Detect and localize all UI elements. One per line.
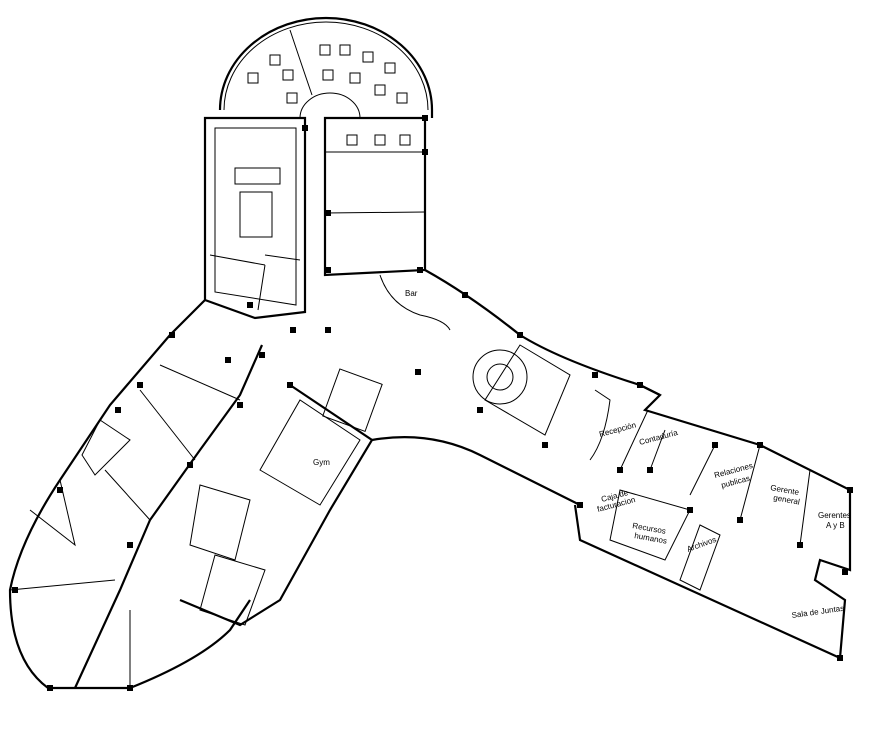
column [617, 467, 623, 473]
terrace-tables [247, 44, 411, 146]
table-icon [282, 69, 294, 81]
column [137, 382, 143, 388]
column [225, 357, 231, 363]
column [169, 332, 175, 338]
column [47, 685, 53, 691]
label-sala-juntas: Sala de Juntas [791, 604, 845, 620]
room-labels: Bar Gym Recepción Contaduría Relaciones … [313, 289, 851, 620]
column [302, 125, 308, 131]
column [757, 442, 763, 448]
table-icon [247, 72, 259, 84]
column [422, 115, 428, 121]
table-icon [362, 51, 374, 63]
column [115, 407, 121, 413]
column [737, 517, 743, 523]
label-gym: Gym [313, 458, 330, 467]
column [847, 487, 853, 493]
gym-and-services [179, 368, 383, 627]
column [247, 302, 253, 308]
table-icon [374, 84, 386, 96]
column [842, 569, 848, 575]
table-icon [346, 134, 358, 146]
column [187, 462, 193, 468]
column [837, 655, 843, 661]
column [417, 267, 423, 273]
column [259, 352, 265, 358]
column [712, 442, 718, 448]
label-gerentes: Gerentes [818, 511, 851, 520]
label-bar: Bar [405, 289, 418, 298]
table-icon [349, 72, 361, 84]
table-icon [396, 92, 408, 104]
column [687, 507, 693, 513]
column [127, 685, 133, 691]
column [797, 542, 803, 548]
column [647, 467, 653, 473]
column [592, 372, 598, 378]
column [290, 327, 296, 333]
column [637, 382, 643, 388]
main-hall [371, 269, 661, 506]
column [237, 402, 243, 408]
column [577, 502, 583, 508]
left-wing [8, 299, 264, 690]
table-icon [319, 44, 331, 56]
column [325, 327, 331, 333]
column [325, 210, 331, 216]
column [57, 487, 63, 493]
column [422, 149, 428, 155]
label-recepcion: Recepción [598, 420, 637, 438]
column [477, 407, 483, 413]
kitchen-wing [203, 116, 307, 320]
column [127, 542, 133, 548]
column [325, 267, 331, 273]
column [287, 382, 293, 388]
column [542, 442, 548, 448]
table-icon [322, 69, 334, 81]
table-icon [286, 92, 298, 104]
table-icon [399, 134, 411, 146]
table-icon [269, 54, 281, 66]
table-icon [374, 134, 386, 146]
columns [12, 115, 853, 691]
label-contaduria: Contaduría [638, 428, 679, 447]
column [462, 292, 468, 298]
table-icon [384, 62, 396, 74]
column [415, 369, 421, 375]
terrace [218, 16, 434, 146]
label-archivos: Archivos [686, 535, 718, 554]
column [12, 587, 18, 593]
column [517, 332, 523, 338]
label-gerentes-2: A y B [826, 521, 845, 530]
office-wing [573, 384, 852, 660]
table-icon [339, 44, 351, 56]
